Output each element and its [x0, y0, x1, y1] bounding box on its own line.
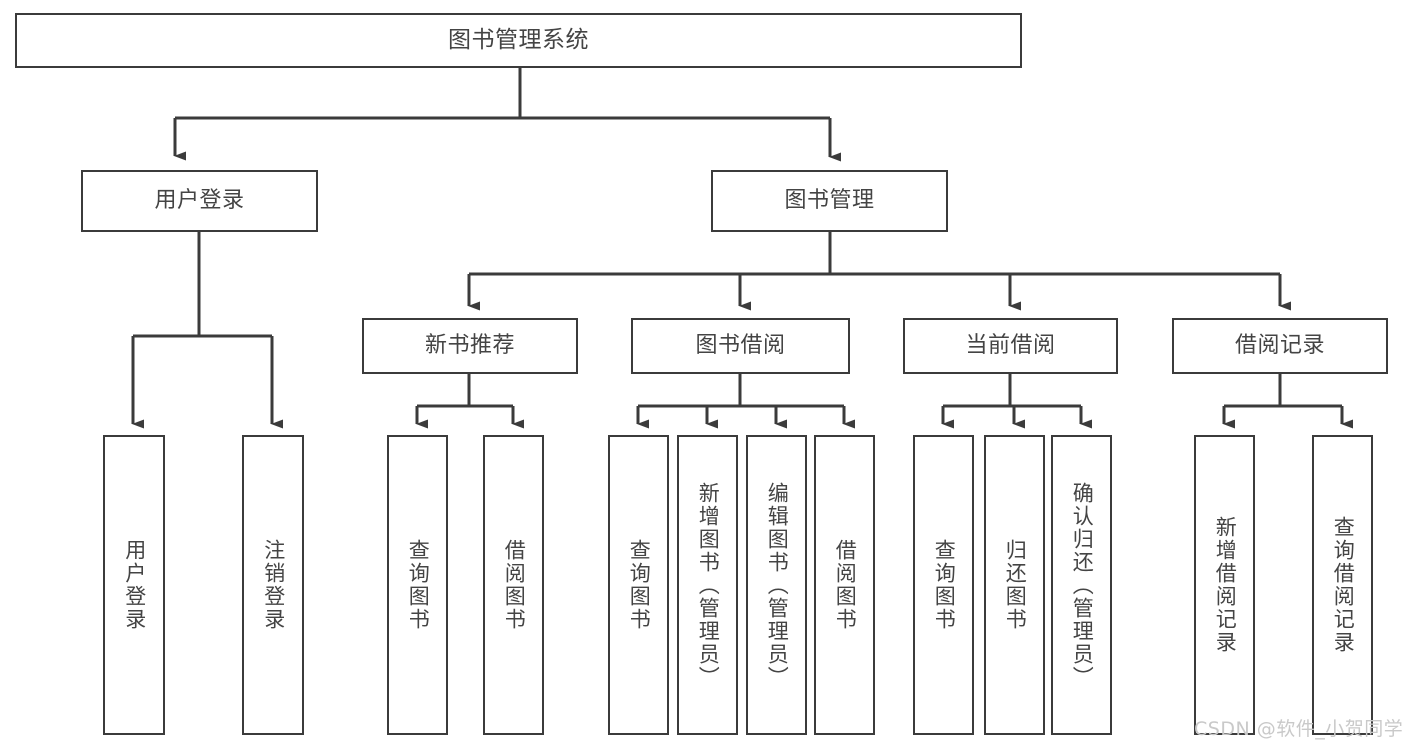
node-new-book-recommend[interactable]: 新书推荐	[362, 318, 578, 374]
node-root-label: 图书管理系统	[448, 26, 589, 53]
node-root[interactable]: 图书管理系统	[15, 13, 1022, 68]
node-new-book-recommend-label: 新书推荐	[424, 333, 515, 359]
node-book-management-label: 图书管理	[784, 188, 875, 214]
leaf-current-borrow-confirm-label: 确认归还（管理员）	[1070, 481, 1095, 689]
node-borrow-record-label: 借阅记录	[1234, 333, 1325, 359]
leaf-book-borrow-add-label: 新增图书（管理员）	[696, 481, 721, 689]
leaf-user-login-login-label: 用户登录	[122, 539, 147, 631]
node-current-borrow[interactable]: 当前借阅	[903, 318, 1118, 374]
leaf-book-borrow-edit[interactable]: 编辑图书（管理员）	[746, 435, 807, 735]
leaf-borrow-record-add-label: 新增借阅记录	[1213, 516, 1238, 654]
leaf-new-book-borrow[interactable]: 借阅图书	[483, 435, 544, 735]
leaf-user-login-logout[interactable]: 注销登录	[242, 435, 304, 735]
leaf-new-book-borrow-label: 借阅图书	[502, 539, 527, 631]
node-book-borrow[interactable]: 图书借阅	[631, 318, 850, 374]
leaf-current-borrow-query[interactable]: 查询图书	[913, 435, 974, 735]
leaf-new-book-query-label: 查询图书	[406, 539, 431, 631]
leaf-current-borrow-return-label: 归还图书	[1003, 539, 1028, 631]
leaf-new-book-query[interactable]: 查询图书	[387, 435, 448, 735]
leaf-user-login-login[interactable]: 用户登录	[103, 435, 165, 735]
leaf-book-borrow-edit-label: 编辑图书（管理员）	[765, 481, 790, 689]
leaf-book-borrow-borrow[interactable]: 借阅图书	[814, 435, 875, 735]
leaf-borrow-record-add[interactable]: 新增借阅记录	[1194, 435, 1255, 735]
leaf-current-borrow-confirm[interactable]: 确认归还（管理员）	[1051, 435, 1112, 735]
leaf-book-borrow-query-label: 查询图书	[627, 539, 652, 631]
node-user-login[interactable]: 用户登录	[81, 170, 318, 232]
node-current-borrow-label: 当前借阅	[965, 333, 1056, 359]
leaf-current-borrow-return[interactable]: 归还图书	[984, 435, 1045, 735]
node-book-management[interactable]: 图书管理	[711, 170, 948, 232]
node-book-borrow-label: 图书借阅	[695, 333, 786, 359]
csdn-watermark: CSDN @软件_小贺同学	[1194, 718, 1404, 740]
leaf-user-login-logout-label: 注销登录	[261, 539, 286, 631]
leaf-borrow-record-query-label: 查询借阅记录	[1331, 516, 1356, 654]
leaf-book-borrow-add[interactable]: 新增图书（管理员）	[677, 435, 738, 735]
leaf-current-borrow-query-label: 查询图书	[932, 539, 957, 631]
leaf-book-borrow-borrow-label: 借阅图书	[833, 539, 858, 631]
leaf-book-borrow-query[interactable]: 查询图书	[608, 435, 669, 735]
leaf-borrow-record-query[interactable]: 查询借阅记录	[1312, 435, 1373, 735]
node-user-login-label: 用户登录	[154, 188, 245, 214]
node-borrow-record[interactable]: 借阅记录	[1172, 318, 1388, 374]
